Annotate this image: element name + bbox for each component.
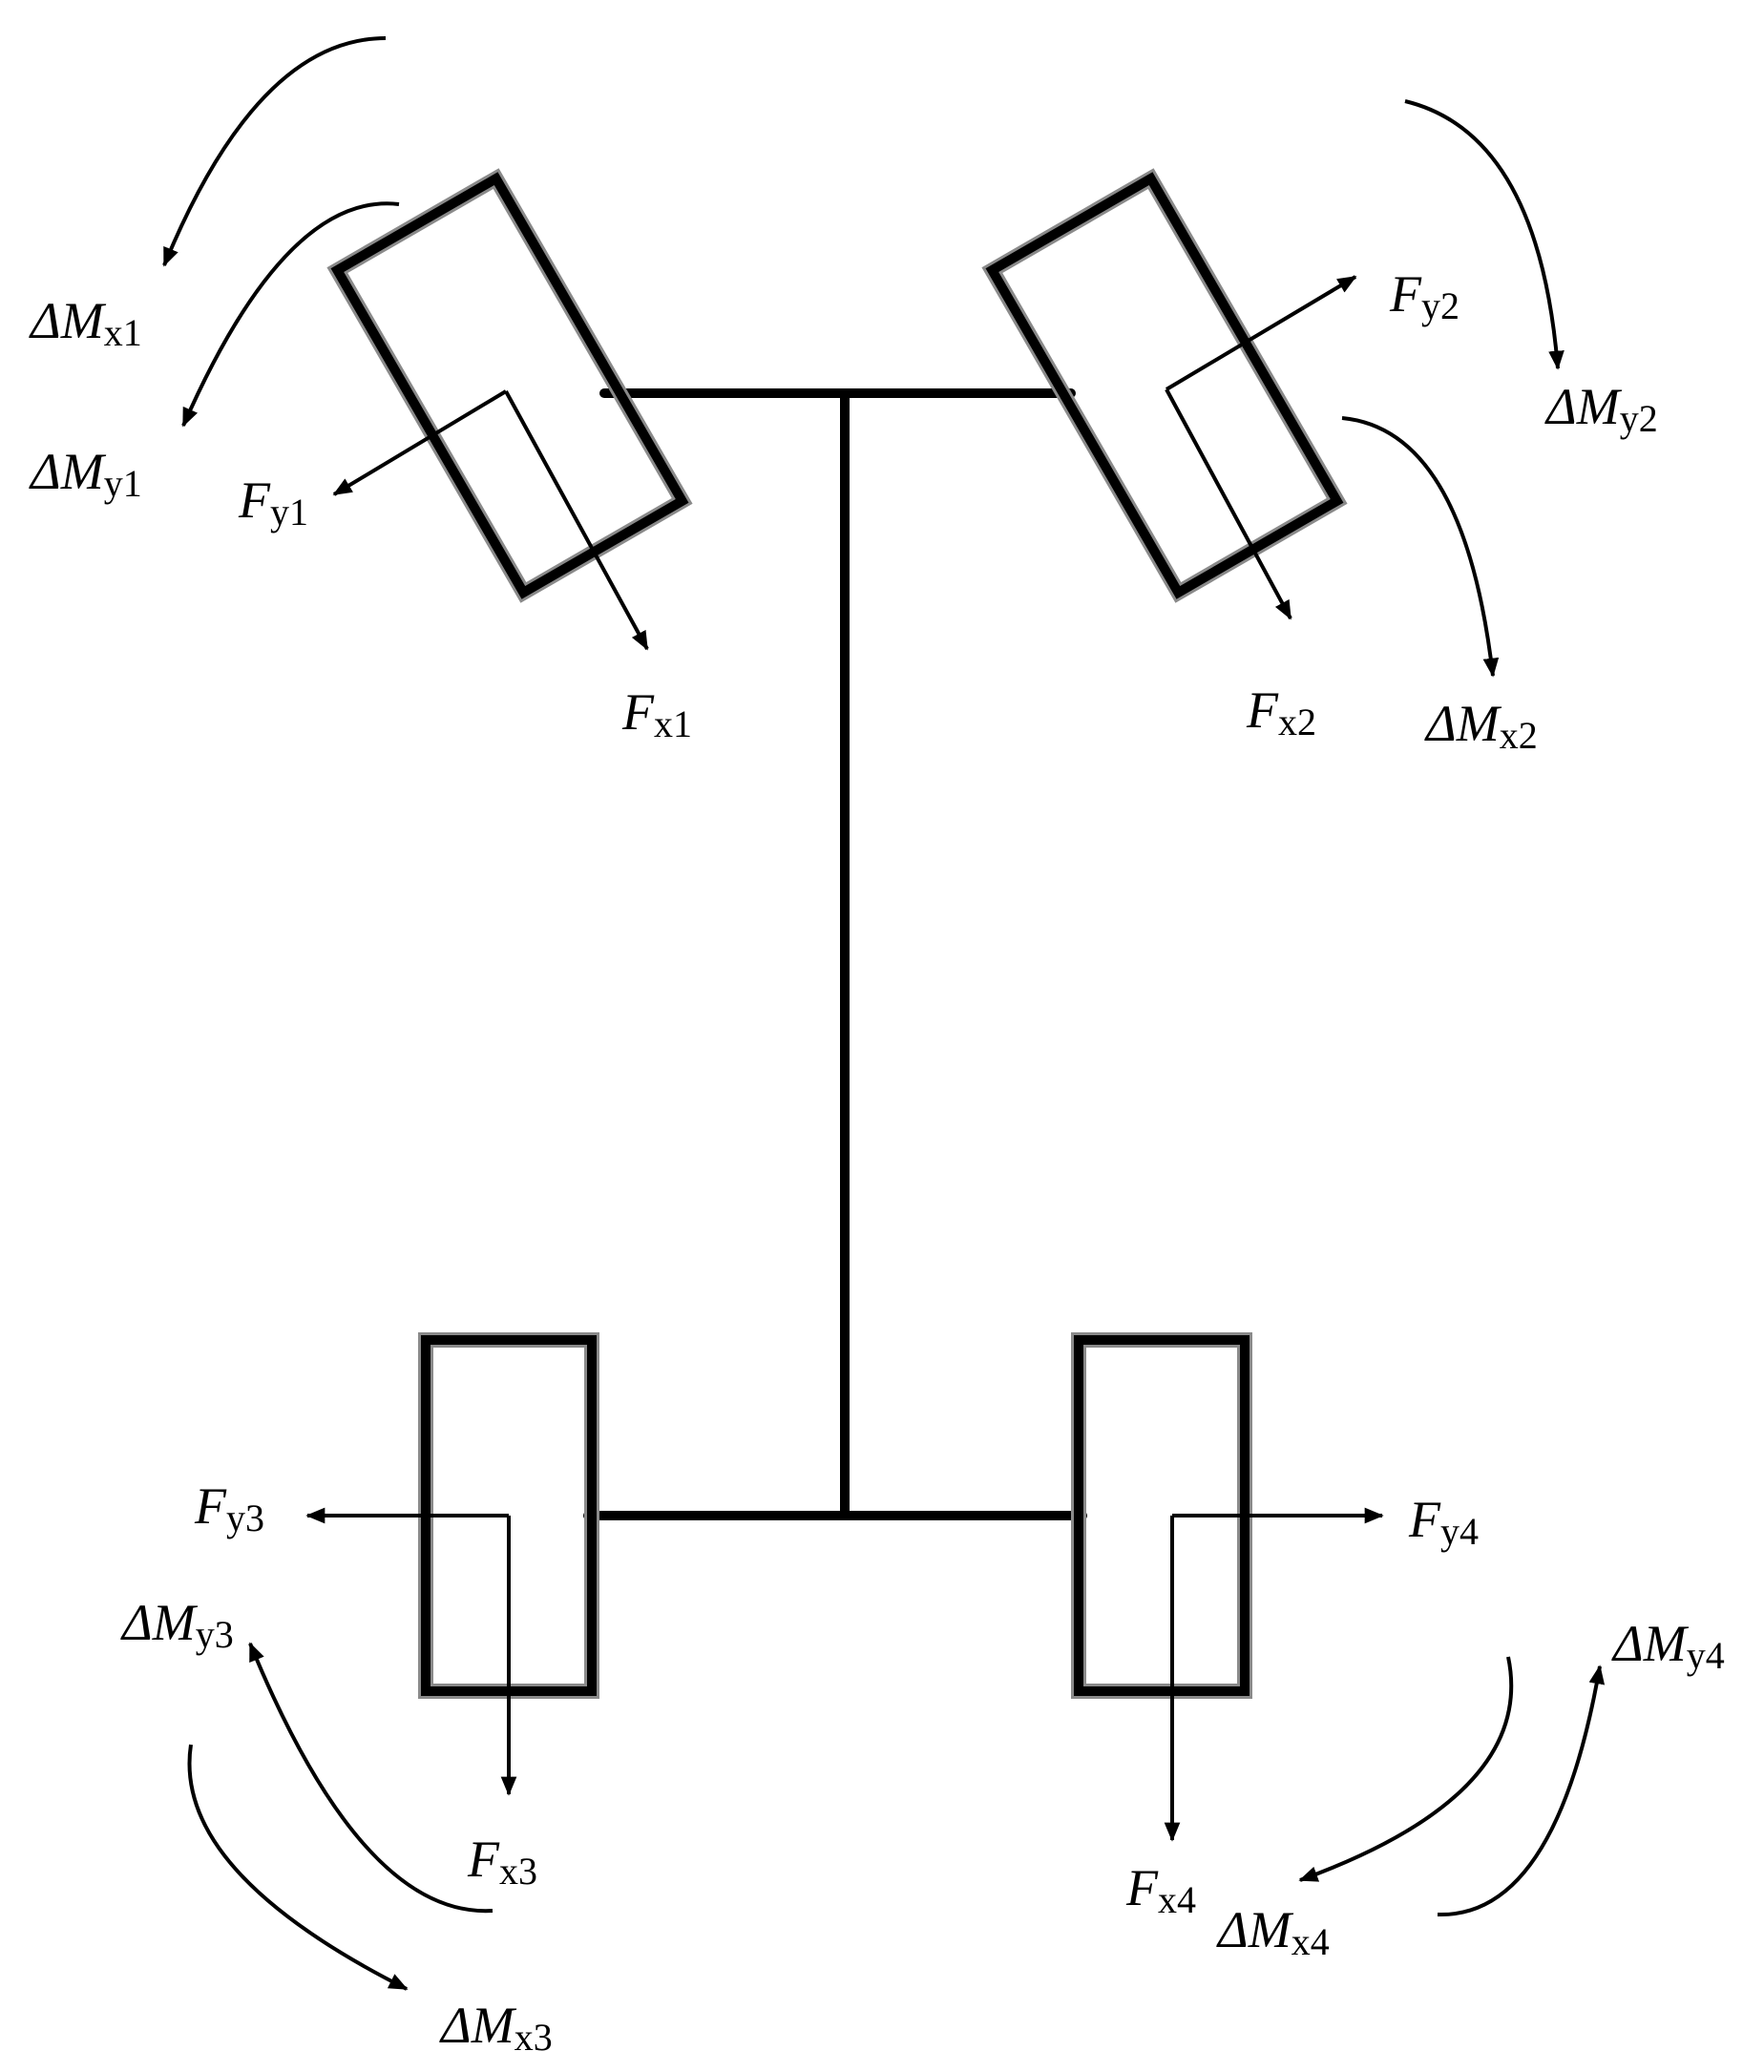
label-fx1: Fx1 (621, 683, 692, 745)
label-dmy3: ΔMy3 (120, 1594, 234, 1656)
wheel-rear-left (305, 1332, 599, 1796)
moment-arrow-mx2 (1341, 416, 1500, 678)
label-fy1: Fy1 (238, 471, 308, 534)
wheel-rear-right (1071, 1332, 1384, 1842)
moment-arrow-mx3 (187, 1744, 409, 1991)
force-arrow-fx1 (504, 390, 649, 651)
label-dmy1: ΔMy1 (29, 443, 142, 505)
moment-arrow-my1 (181, 201, 400, 428)
wheel-front-right (981, 168, 1357, 620)
label-fx3: Fx3 (467, 1831, 537, 1893)
label-dmy2: ΔMy2 (1544, 378, 1658, 440)
moment-arrow-my2 (1404, 99, 1564, 370)
moment-arrow-my3 (248, 1642, 494, 1914)
force-arrow-fy2 (1165, 275, 1357, 391)
moment-arrow-my4 (1437, 1664, 1606, 1917)
label-dmx4: ΔMx4 (1216, 1901, 1330, 1963)
chassis (583, 388, 1087, 1520)
moment-arrow-mx4 (1298, 1656, 1514, 1882)
moment-arrows (162, 36, 1606, 1991)
force-arrow-fx2 (1165, 388, 1292, 620)
moment-arrow-mx1 (162, 36, 387, 267)
label-fx4: Fx4 (1125, 1859, 1196, 1921)
label-fy3: Fy3 (194, 1477, 264, 1539)
wheel-front-left (326, 168, 693, 651)
label-fy2: Fy2 (1389, 265, 1460, 327)
force-arrow-fy1 (332, 389, 508, 496)
label-dmx3: ΔMx3 (439, 1997, 553, 2059)
label-dmx1: ΔMx1 (29, 292, 142, 354)
label-dmx2: ΔMx2 (1424, 695, 1538, 757)
label-dmy4: ΔMy4 (1611, 1615, 1725, 1677)
label-fx2: Fx2 (1246, 681, 1316, 743)
labels: ΔMx1 ΔMy1 Fy1 Fx1 Fy2 ΔMy2 Fx2 ΔMx2 Fy3 … (29, 265, 1725, 2059)
label-fy4: Fy4 (1408, 1491, 1479, 1553)
